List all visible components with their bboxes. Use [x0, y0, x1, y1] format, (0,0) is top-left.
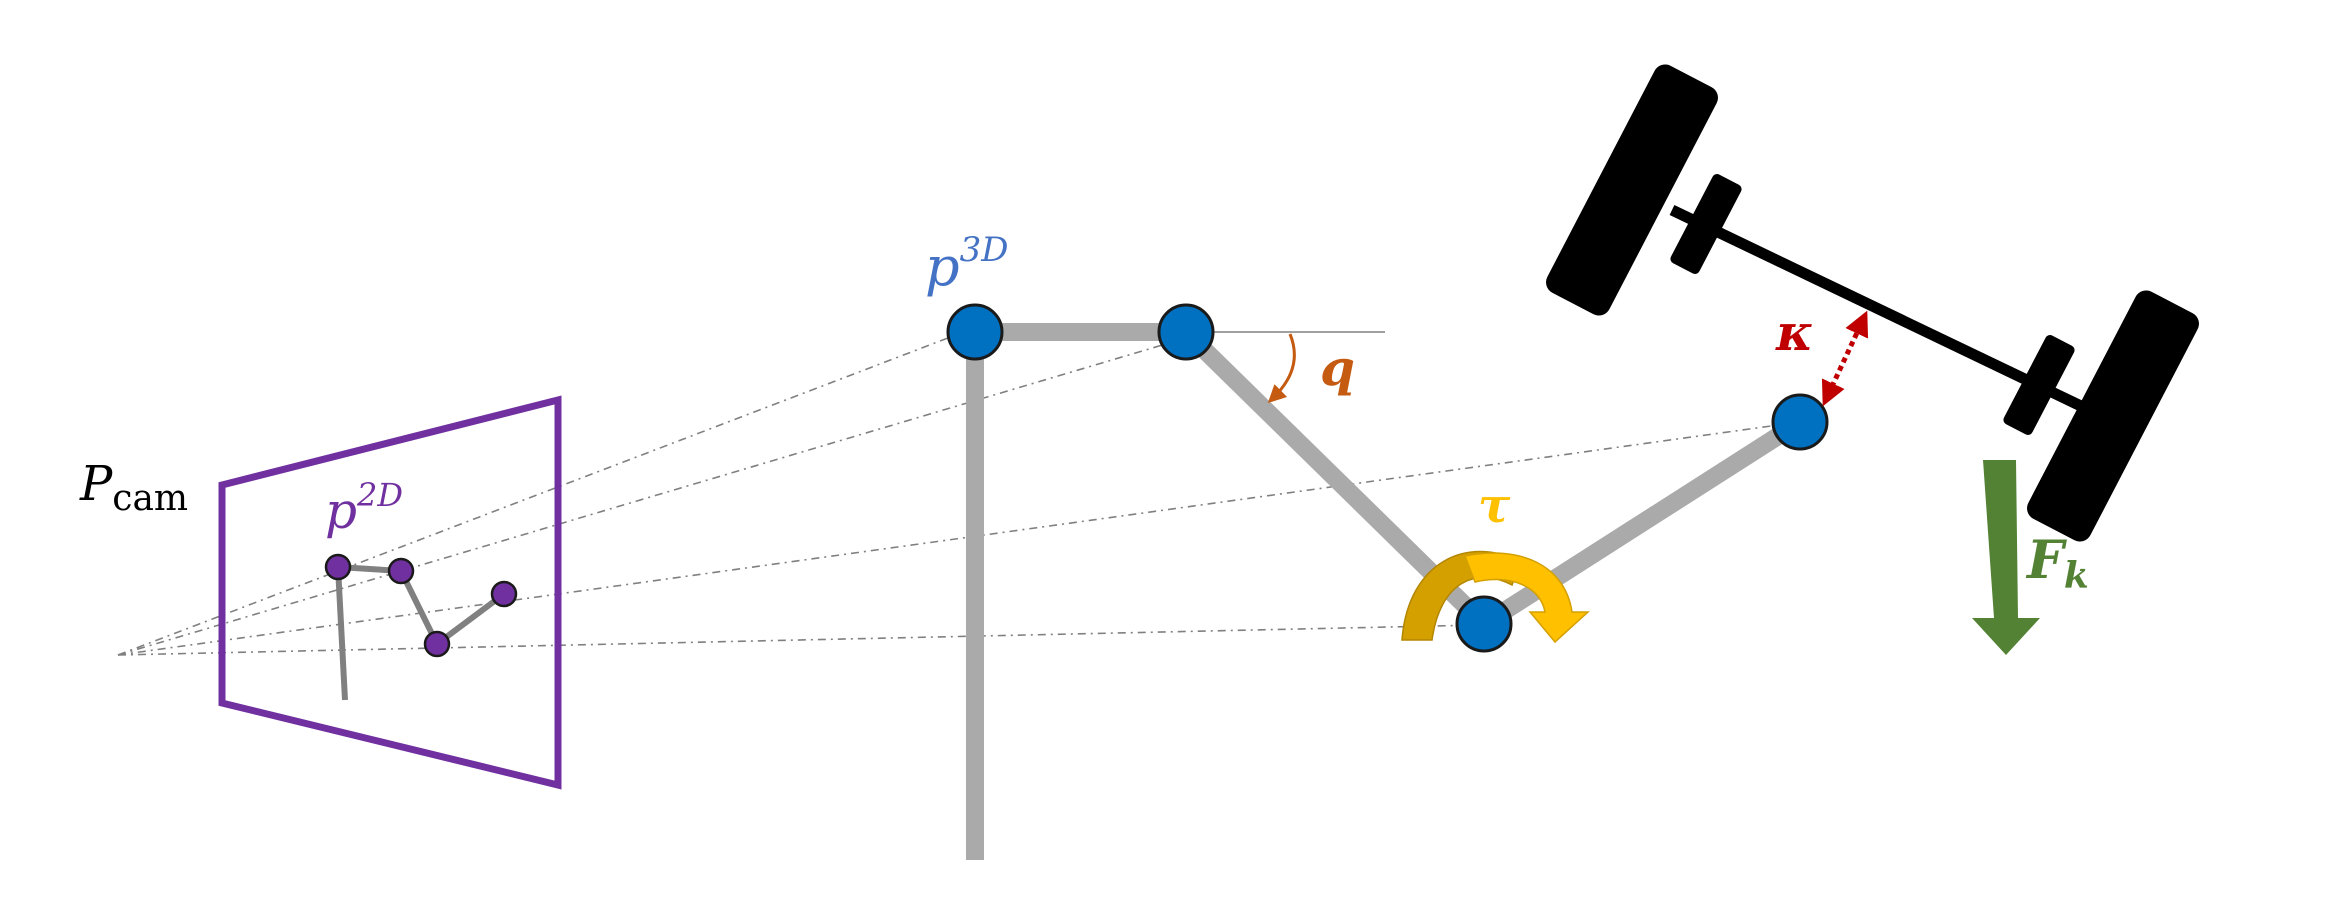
projection-ray	[117, 624, 1481, 656]
keypoint-3d	[1771, 393, 1829, 451]
keypoints-2d-label: p2D	[325, 476, 403, 540]
keypoints-3d-label: p3D	[925, 230, 1008, 298]
skeleton-2d-limb	[335, 566, 348, 701]
joint-angle-label: q	[1320, 338, 1355, 397]
projection-ray	[117, 337, 949, 656]
skeleton-3d-limb	[1479, 414, 1805, 632]
camera-label: Pcam	[79, 456, 188, 519]
skeleton-2d-limb	[435, 591, 506, 647]
keypoints-3d	[946, 303, 1829, 653]
hub-left	[1670, 174, 1742, 274]
vehicle-axle	[1669, 205, 2086, 412]
skeleton-2d-limb	[398, 569, 440, 646]
keypoint-2d	[324, 553, 352, 581]
skeleton-3d	[966, 323, 1805, 860]
wheel-left	[1546, 64, 1718, 316]
projection-ray	[117, 337, 1187, 656]
hub-right	[2003, 335, 2075, 435]
angle-arc	[1267, 333, 1296, 404]
camera-image-plane	[218, 395, 562, 790]
keypoint-2d	[423, 630, 451, 658]
contact-distance-arrow	[1821, 310, 1869, 407]
torque-arrow-front	[1463, 552, 1590, 644]
torque-label: τ	[1478, 478, 1511, 534]
torque-arrow	[1401, 550, 1590, 644]
keypoint-2d	[387, 557, 415, 585]
keypoint-3d	[1157, 303, 1215, 361]
keypoint-3d	[946, 303, 1004, 361]
keypoint-2d	[490, 580, 518, 608]
skeleton-2d	[335, 564, 506, 701]
wheel-right	[2027, 290, 2199, 542]
keypoint-3d	[1455, 595, 1513, 653]
force-arrow	[1972, 460, 2040, 655]
force-label: Fk	[2025, 530, 2089, 597]
projection-ray	[117, 421, 1801, 656]
keypoints-2d	[324, 553, 518, 658]
vehicle	[1546, 64, 2199, 542]
contact-label: κ	[1775, 303, 1813, 362]
